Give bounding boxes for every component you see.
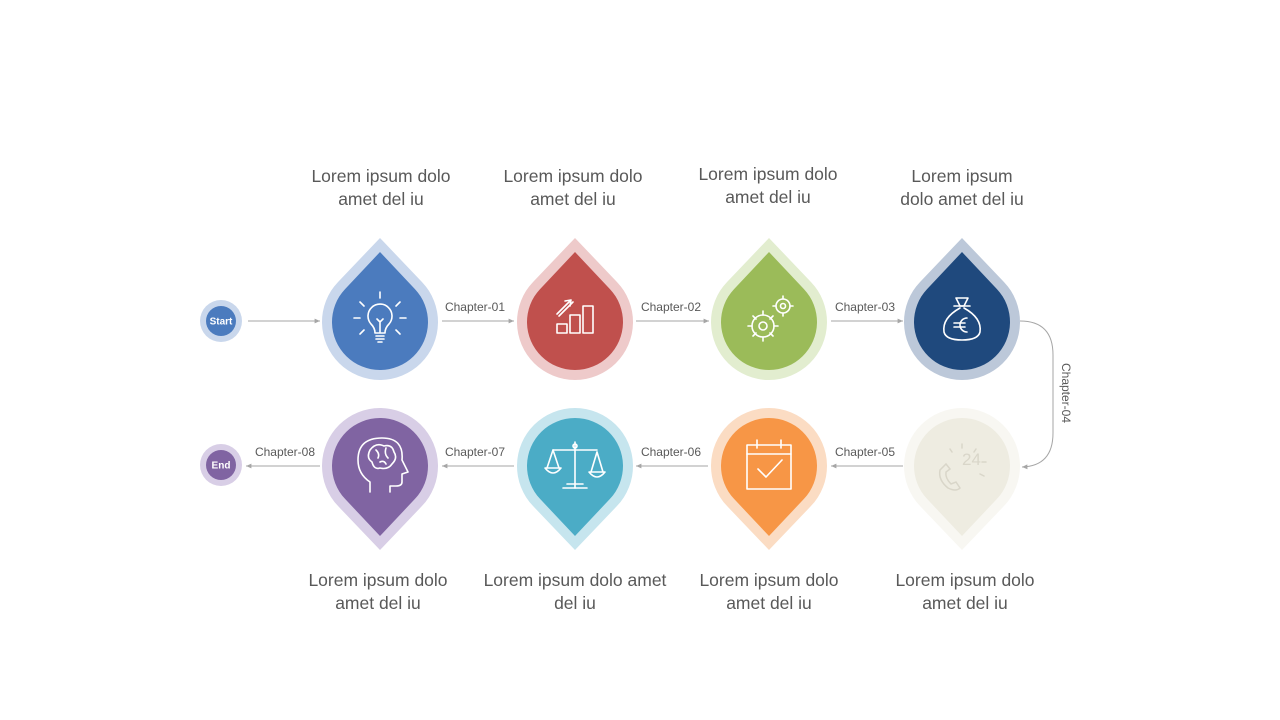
calendar-icon — [746, 439, 792, 490]
chapter-label-2: Chapter-02 — [641, 300, 701, 314]
connectors — [246, 318, 1054, 470]
money-bag-icon — [943, 297, 981, 341]
growth-chart-icon — [556, 299, 594, 334]
step-4-drop-fill — [914, 252, 1010, 370]
step-2-caption-line1: Lorem ipsum dolo — [503, 166, 642, 186]
step-8-drop — [322, 407, 439, 550]
step-2-caption-line2: amet del iu — [530, 189, 616, 209]
start-node: Start — [200, 300, 242, 342]
step-1-drop-fill — [332, 252, 428, 370]
chapter-label-7: Chapter-07 — [445, 445, 505, 459]
chapter-label-1: Chapter-01 — [445, 300, 505, 314]
step-3-caption-line2: amet del iu — [725, 187, 811, 207]
end-label: End — [212, 461, 231, 472]
chapter-label-6: Chapter-06 — [641, 445, 701, 459]
step-7-caption-line2: del iu — [554, 593, 596, 613]
step-8-caption-line2: amet del iu — [335, 593, 421, 613]
step-6-drop — [711, 407, 828, 550]
step-3-drop-fill — [721, 252, 817, 370]
chapter-label-8: Chapter-08 — [255, 445, 315, 459]
step-6-caption-line2: amet del iu — [726, 593, 812, 613]
step-8-caption-line1: Lorem ipsum dolo — [308, 570, 447, 590]
step-1-caption-line1: Lorem ipsum dolo — [311, 166, 450, 186]
end-node: End — [200, 444, 242, 486]
chapter-label-3: Chapter-03 — [835, 300, 895, 314]
step-5-drop: 24 — [904, 407, 1021, 550]
step-6-drop-fill — [721, 418, 817, 536]
step-drops: 24 — [322, 238, 1021, 550]
step-3-caption-line1: Lorem ipsum dolo — [698, 164, 837, 184]
svg-text:24: 24 — [962, 450, 981, 469]
step-7-caption-line1: Lorem ipsum dolo amet — [484, 570, 667, 590]
connector-4 — [1019, 320, 1054, 470]
step-5-caption-line1: Lorem ipsum dolo — [895, 570, 1034, 590]
head-brain-icon — [357, 437, 409, 493]
step-1-caption-line2: amet del iu — [338, 189, 424, 209]
start-label: Start — [210, 317, 233, 328]
gears-icon — [747, 295, 794, 342]
chapter-label-5: Chapter-05 — [835, 445, 895, 459]
step-4-caption-line1: Lorem ipsum — [911, 166, 1012, 186]
step-1-drop — [322, 238, 438, 380]
step-2-drop — [517, 238, 634, 380]
step-4-caption-line2: dolo amet del iu — [900, 189, 1024, 209]
step-6-caption-line1: Lorem ipsum dolo — [699, 570, 838, 590]
step-7-drop — [517, 407, 634, 550]
step-5-drop-fill — [914, 418, 1010, 536]
step-8-drop-fill — [332, 418, 428, 536]
chapter-label-4: Chapter-04 — [1059, 363, 1073, 423]
step-3-drop — [711, 238, 828, 380]
scales-icon — [544, 441, 606, 489]
phone-24-icon: 24 — [938, 443, 987, 491]
step-2-drop-fill — [527, 252, 623, 370]
lightbulb-icon — [353, 291, 407, 343]
step-5-caption-line2: amet del iu — [922, 593, 1008, 613]
step-4-drop — [904, 238, 1021, 380]
captions: Lorem ipsum dolo amet del iu Lorem ipsum… — [308, 164, 1034, 613]
